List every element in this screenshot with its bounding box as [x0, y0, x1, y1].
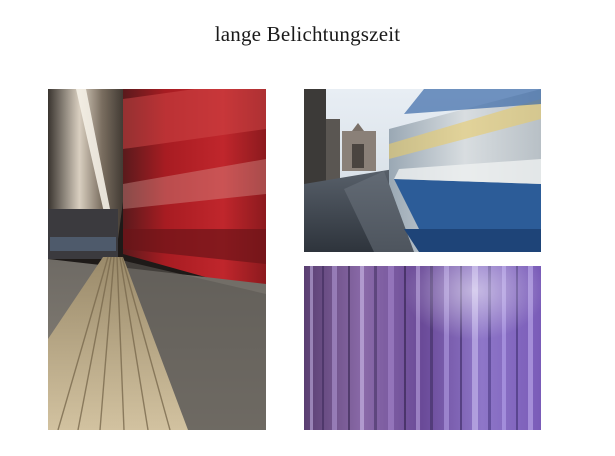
photo-purple-light-streaks [304, 266, 541, 430]
photo-street-blue-tram [304, 89, 541, 252]
photo-subway-platform-red-train [48, 89, 266, 430]
page-title: lange Belichtungszeit [214, 22, 401, 46]
